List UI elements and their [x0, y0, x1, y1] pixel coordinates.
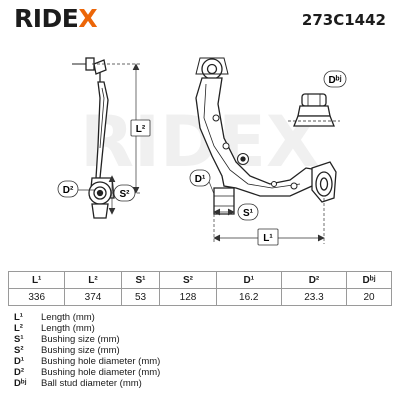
s2-label: S²	[120, 189, 131, 200]
part-number: 273C1442	[301, 11, 386, 29]
legend-description: Bushing hole diameter (mm)	[41, 367, 161, 378]
legend-symbol: L¹	[14, 312, 23, 323]
value-l1: 336	[7, 288, 66, 306]
brand-name-x: X	[78, 4, 98, 33]
legend-item: D² Bushing hole diameter (mm)	[14, 367, 160, 378]
legend-item: L¹ Length (mm)	[14, 312, 160, 323]
header-l2: L²	[64, 271, 122, 289]
legend-description: Length (mm)	[41, 312, 95, 323]
legend-item: Dᵇʲ Ball stud diameter (mm)	[14, 378, 160, 389]
legend-symbol: D²	[14, 367, 25, 378]
s1-dimension	[213, 208, 235, 216]
s1-label: S¹	[243, 208, 254, 219]
legend-description: Bushing hole diameter (mm)	[41, 356, 161, 367]
header-l1: L¹	[7, 271, 66, 289]
legend-item: S² Bushing size (mm)	[14, 345, 160, 356]
legend-symbol: S¹	[14, 334, 24, 345]
technical-drawing: RIDEX L² S² D²	[57, 57, 347, 246]
value-l2: 374	[64, 288, 122, 306]
brand-name-rid: RIDE	[14, 4, 79, 33]
d1-label: D¹	[195, 174, 206, 185]
value-s1: 53	[120, 288, 161, 306]
brand-logo: RIDEX	[14, 4, 98, 33]
value-d2: 23.3	[280, 288, 348, 306]
l1-label: L¹	[263, 233, 273, 244]
s2-label-box	[113, 184, 136, 202]
ball-stud-detail	[288, 93, 340, 127]
header-s2: S²	[159, 271, 217, 289]
dbj-label-box	[323, 70, 347, 88]
header-dbj: Dᵇʲ	[346, 271, 392, 289]
legend-item: S¹ Bushing size (mm)	[14, 334, 160, 345]
l1-label-box	[257, 228, 279, 246]
legend-item: D¹ Bushing hole diameter (mm)	[14, 356, 160, 367]
spec-table: L¹ L² S¹ S² D¹ D² Dᵇʲ 336 374 53 128 16.…	[7, 271, 392, 306]
l2-label: L²	[136, 124, 146, 135]
d2-label: D²	[63, 185, 74, 196]
legend-symbol: S²	[14, 345, 24, 356]
s2-dimension	[108, 175, 116, 215]
d1-label-box	[189, 169, 211, 187]
top-view-arm	[195, 57, 337, 215]
spec-value-row: 336 374 53 128 16.2 23.3 20	[7, 288, 392, 306]
legend-description: Bushing size (mm)	[41, 334, 120, 345]
dbj-label: Dᵇʲ	[328, 75, 341, 86]
legend-description: Length (mm)	[41, 323, 95, 334]
legend-symbol: D¹	[14, 356, 25, 367]
value-s2: 128	[159, 288, 217, 306]
legend-item: L² Length (mm)	[14, 323, 160, 334]
header-d2: D²	[280, 271, 348, 289]
s1-label-box	[237, 203, 259, 221]
header-s1: S¹	[120, 271, 161, 289]
header-d1: D¹	[215, 271, 282, 289]
value-d1: 16.2	[215, 288, 282, 306]
value-dbj: 20	[346, 288, 392, 306]
side-view-arm	[72, 57, 115, 219]
legend: L¹ Length (mm) L² Length (mm) S¹ Bushing…	[14, 312, 160, 389]
l2-label-box	[130, 119, 151, 137]
legend-description: Bushing size (mm)	[41, 345, 120, 356]
legend-description: Ball stud diameter (mm)	[41, 378, 142, 389]
d2-label-box	[57, 180, 79, 198]
legend-symbol: Dᵇʲ	[14, 378, 27, 389]
spec-header-row: L¹ L² S¹ S² D¹ D² Dᵇʲ	[7, 271, 392, 289]
legend-symbol: L²	[14, 323, 23, 334]
